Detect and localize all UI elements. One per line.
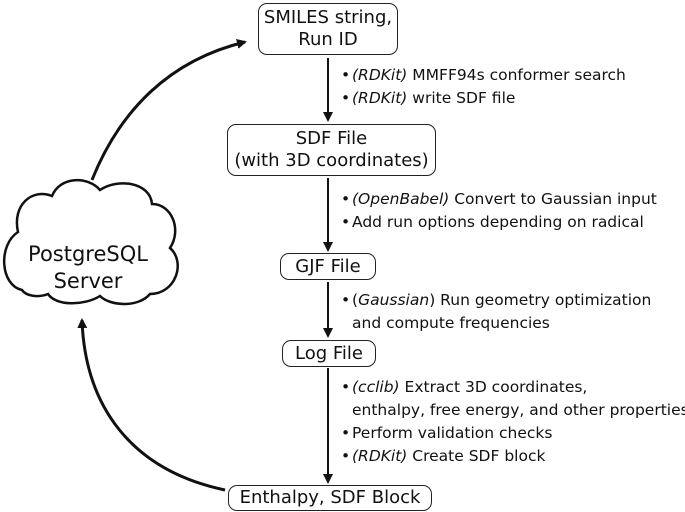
step-1-item-2: •(RDKit) write SDF file xyxy=(341,89,516,107)
smiles-line-2: Run ID xyxy=(298,29,358,50)
gjf-file-box: GJF File xyxy=(280,253,376,280)
log-file-box: Log File xyxy=(282,340,376,367)
step-4-item-1: •(cclib) Extract 3D coordinates, xyxy=(341,378,588,396)
smiles-line-1: SMILES string, xyxy=(263,7,393,28)
smiles-box: SMILES string, Run ID xyxy=(258,3,398,55)
step-1-notes: •(RDKit) MMFF94s conformer search •(RDKi… xyxy=(341,64,626,110)
step-4-notes: •(cclib) Extract 3D coordinates, enthalp… xyxy=(341,376,685,468)
sdf-line-2: (with 3D coordinates) xyxy=(234,150,429,171)
cloud-line-2: Server xyxy=(53,269,123,293)
log-line-1: Log File xyxy=(295,342,363,364)
step-3-item-1-continuation: and compute frequencies xyxy=(352,314,550,332)
step-4-item-1-continuation: enthalpy, free energy, and other propert… xyxy=(352,401,685,419)
step-1-item-1: •(RDKit) MMFF94s conformer search xyxy=(341,66,626,84)
gjf-line-1: GJF File xyxy=(295,255,361,277)
cloud-to-smiles-arrow xyxy=(90,39,247,181)
postgresql-server-label: PostgreSQL Server xyxy=(18,241,158,295)
step-3-notes: •(Gaussian) Run geometry optimization an… xyxy=(341,289,651,335)
enthalpy-to-cloud-arrow xyxy=(77,318,226,492)
step-2-item-2: •Add run options depending on radical xyxy=(341,213,644,231)
cloud-shape xyxy=(3,178,179,306)
step-4-item-3: •(RDKit) Create SDF block xyxy=(341,447,546,465)
step-4-item-2: •Perform validation checks xyxy=(341,424,553,442)
step-2-item-1: •(OpenBabel) Convert to Gaussian input xyxy=(341,190,657,208)
sdf-line-1: SDF File xyxy=(295,128,368,149)
step-2-notes: •(OpenBabel) Convert to Gaussian input •… xyxy=(341,188,657,234)
step-3-item-1: •(Gaussian) Run geometry optimization xyxy=(341,291,652,309)
cloud-line-1: PostgreSQL xyxy=(28,242,148,266)
enthalpy-line-1: Enthalpy, SDF Block xyxy=(239,487,421,508)
sdf-file-box: SDF File (with 3D coordinates) xyxy=(227,124,436,176)
enthalpy-box: Enthalpy, SDF Block xyxy=(228,485,432,511)
